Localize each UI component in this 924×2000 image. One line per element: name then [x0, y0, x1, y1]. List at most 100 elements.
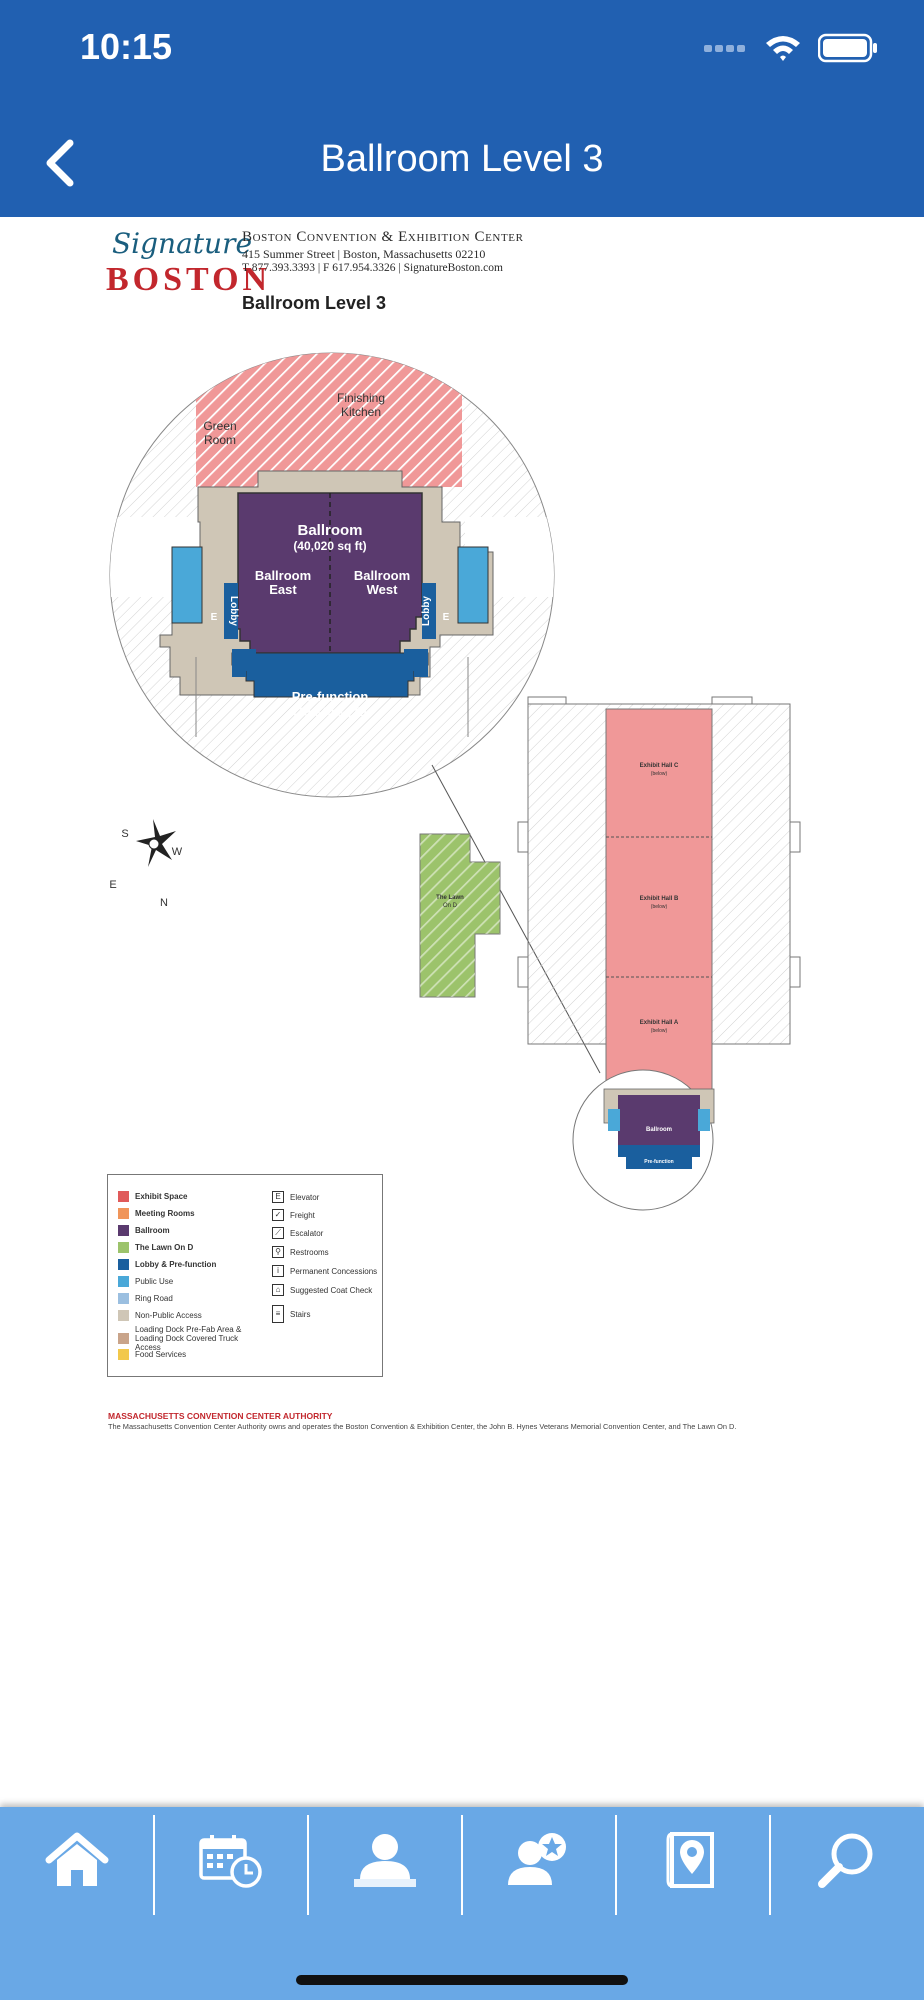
legend-label: Stairs: [290, 1309, 311, 1319]
legend-label: The Lawn On D: [135, 1243, 194, 1252]
legend-swatch: [118, 1208, 129, 1219]
legend-swatch: [118, 1259, 129, 1270]
tab-divider: [153, 1815, 155, 1915]
map-label-elevator-west: E: [443, 612, 450, 623]
venue-address: 415 Summer Street | Boston, Massachusett…: [242, 247, 486, 261]
building-overview: [517, 696, 801, 1211]
freight-icon: ✓: [272, 1209, 284, 1221]
ballroom-detail-circle: [109, 352, 601, 1074]
tab-divider: [615, 1815, 617, 1915]
tab-home[interactable]: [0, 1807, 154, 1912]
cellular-signal-icon: [704, 45, 745, 52]
chevron-left-icon: [46, 139, 74, 187]
status-icons: [704, 30, 878, 66]
legend-item: Public Use: [118, 1276, 173, 1287]
compass-s: S: [121, 828, 128, 840]
coat-check-icon: ⌂: [272, 1284, 284, 1296]
map-label-ballroom-area: (40,020 sq ft): [293, 539, 366, 553]
tab-map[interactable]: [616, 1807, 770, 1912]
back-button[interactable]: [40, 135, 80, 191]
tab-divider: [461, 1815, 463, 1915]
restrooms-icon: ⚲: [272, 1246, 284, 1258]
legend-label: Meeting Rooms: [135, 1209, 195, 1218]
map-pin-icon: [666, 1831, 714, 1888]
venue-contact: T 877.393.3393 | F 617.954.3326 | Signat…: [242, 262, 503, 274]
legend-label: Lobby & Pre-function: [135, 1260, 217, 1269]
tab-schedule[interactable]: [154, 1807, 308, 1912]
map-label-prefunction-area: (19,340 sq ft): [293, 705, 366, 719]
map-label-green-room-2: Room: [204, 433, 236, 447]
legend-item: Exhibit Space: [118, 1191, 187, 1202]
home-icon: [45, 1832, 109, 1886]
tab-divider: [307, 1815, 309, 1915]
compass-w: W: [172, 846, 183, 858]
wifi-icon: [766, 36, 800, 61]
concessions-icon: i: [272, 1265, 284, 1277]
battery-icon: [818, 33, 877, 63]
legend-label: Suggested Coat Check: [290, 1285, 373, 1295]
legend-item: ⌂ Suggested Coat Check: [272, 1284, 372, 1296]
legend-swatch: [118, 1333, 129, 1344]
legend-item: Ring Road: [118, 1293, 173, 1304]
legend-label: Restrooms: [290, 1247, 329, 1257]
search-icon: [818, 1833, 873, 1888]
home-indicator: [296, 1975, 628, 1985]
map-label-lobby-east: Lobby: [228, 596, 239, 626]
legend-item: i Permanent Concessions: [272, 1265, 377, 1277]
legend-swatch: [118, 1293, 129, 1304]
map-label-exhibit-hall-b-below: (below): [651, 904, 668, 910]
lawn-on-d: [419, 833, 501, 998]
map-label-finishing-kitchen-2: Kitchen: [341, 405, 381, 419]
map-label-ballroom-east: Ballroom: [255, 568, 311, 583]
legend-item: ⟋ Escalator: [272, 1227, 323, 1239]
map-label-prefunction-mini: Pre-function: [644, 1159, 673, 1165]
stairs-icon: ≡: [272, 1305, 284, 1323]
map-label-ballroom-mini: Ballroom: [646, 1127, 672, 1133]
legend-label: Permanent Concessions: [290, 1266, 378, 1276]
tab-speakers[interactable]: [462, 1807, 616, 1912]
map-label-green-room: Green: [203, 419, 236, 433]
legend-item: Loading Dock Pre-Fab Area & Loading Dock…: [118, 1325, 258, 1352]
document-title: Ballroom Level 3: [242, 293, 387, 313]
legend-label: Elevator: [290, 1192, 320, 1202]
legend-swatch: [118, 1225, 129, 1236]
map-legend: Exhibit Space Meeting Rooms Ballroom The…: [107, 1174, 383, 1377]
floor-plan-document[interactable]: Finishing Kitchen Green Room Ballroom (4…: [0, 217, 924, 1807]
legend-item: Food Services: [118, 1349, 186, 1360]
map-label-exhibit-hall-b: Exhibit Hall B: [640, 896, 679, 902]
tab-profile[interactable]: [308, 1807, 462, 1912]
legend-swatch: [118, 1191, 129, 1202]
elevator-icon: E: [272, 1191, 284, 1203]
legend-label: Exhibit Space: [135, 1192, 188, 1201]
status-time: 10:15: [80, 26, 173, 67]
compass-n: N: [160, 897, 168, 909]
floor-plan-map: Finishing Kitchen Green Room Ballroom (4…: [109, 352, 801, 1211]
map-label-lobby-west: Lobby: [421, 596, 432, 626]
legend-label: Escalator: [290, 1228, 324, 1238]
legend-item: ✓Freight: [272, 1209, 315, 1221]
map-label-exhibit-hall-c: Exhibit Hall C: [640, 763, 679, 769]
footer-title: MASSACHUSETTS CONVENTION CENTER AUTHORIT…: [108, 1411, 333, 1421]
map-label-ballroom-east-2: East: [269, 582, 297, 597]
legend-swatch: [118, 1276, 129, 1287]
legend-item: Lobby & Pre-function: [118, 1259, 216, 1270]
legend-swatch: [118, 1310, 129, 1321]
map-label-exhibit-hall-c-below: (below): [651, 771, 668, 777]
person-star-icon: [508, 1832, 566, 1885]
page-title: Ballroom Level 3: [320, 138, 604, 180]
logo-script: Signature: [112, 227, 253, 260]
legend-label: Non-Public Access: [135, 1311, 202, 1320]
legend-item: Ballroom: [118, 1225, 170, 1236]
map-label-exhibit-hall-a: Exhibit Hall A: [640, 1020, 679, 1026]
legend-swatch: [118, 1349, 129, 1360]
calendar-clock-icon: [199, 1834, 262, 1888]
legend-label: Loading Dock Pre-Fab Area & Loading Dock…: [135, 1325, 242, 1352]
map-label-ballroom: Ballroom: [297, 522, 362, 539]
escalator-icon: ⟋: [272, 1227, 284, 1239]
tab-search[interactable]: [770, 1807, 924, 1912]
navigation-bar: 10:15 Ballroom Level 3: [0, 0, 924, 217]
map-label-prefunction: Pre-function: [292, 689, 369, 704]
map-label-lawn-on-d-2: On D: [443, 903, 458, 909]
legend-label: Public Use: [135, 1277, 174, 1286]
map-label-lawn-on-d: The Lawn: [436, 895, 464, 901]
